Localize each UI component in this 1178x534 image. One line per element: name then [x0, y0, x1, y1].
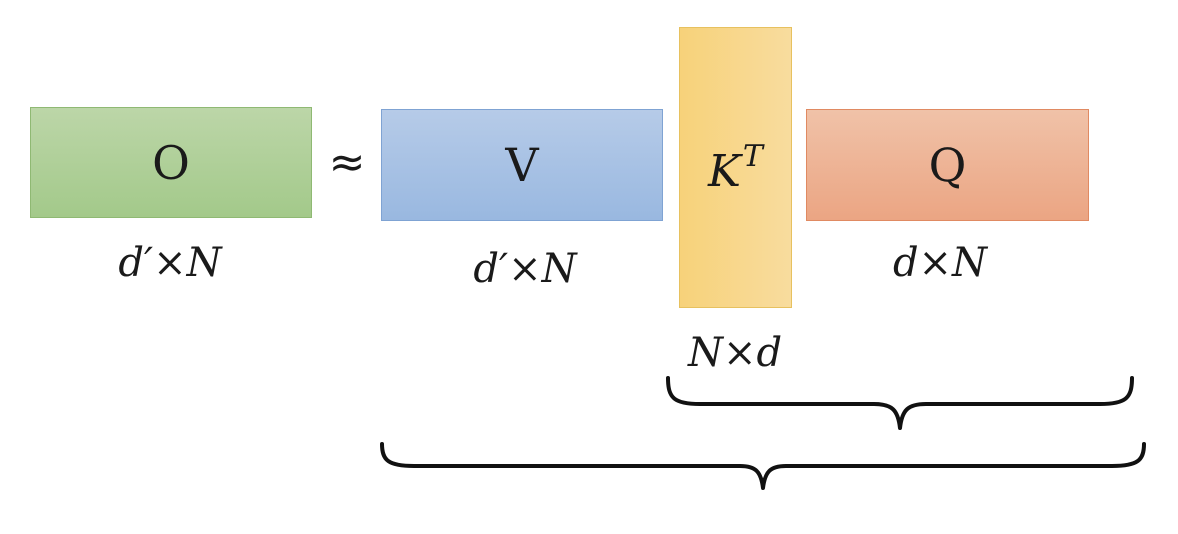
matrix-k-dims: N×d [687, 330, 783, 376]
matrix-v-dims: d′×N [473, 246, 577, 292]
matrix-k-label: KT [708, 139, 763, 197]
matrix-v-label: V [505, 138, 539, 192]
matrix-v: V [381, 109, 663, 221]
brace-kt-q [666, 376, 1134, 430]
matrix-q-dims: d×N [892, 240, 988, 286]
matrix-q: Q [806, 109, 1089, 221]
brace-v-kt-q [380, 442, 1146, 490]
matrix-k-letter: K [708, 145, 741, 197]
approx-operator: ≈ [328, 137, 366, 188]
matrix-k-superscript: T [742, 138, 763, 174]
matrix-k-transpose: KT [679, 27, 792, 308]
matrix-q-label: Q [928, 138, 967, 192]
matrix-o: O [30, 107, 312, 218]
matrix-o-dims: d′×N [118, 240, 222, 286]
matrix-o-label: O [152, 135, 190, 190]
